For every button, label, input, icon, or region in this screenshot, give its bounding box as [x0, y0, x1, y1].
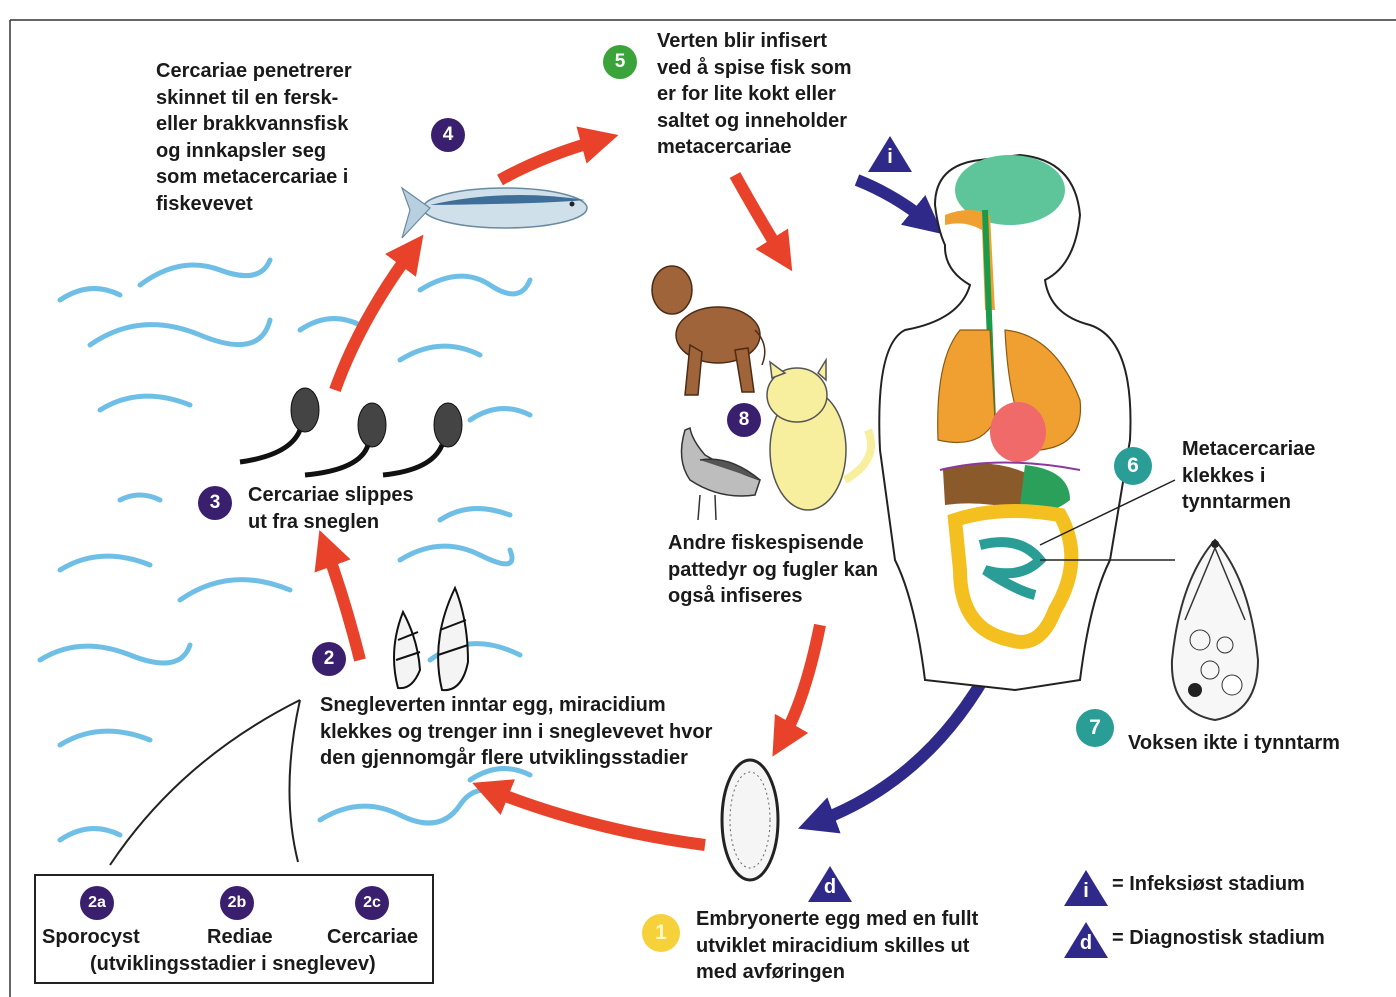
diagnostic-stage-icon: d: [810, 876, 850, 899]
snails-illustration: [394, 588, 468, 690]
step-8-text: Andre fiskespisendepattedyr og fugler ka…: [668, 530, 878, 610]
step-2-text: Snegleverten inntar egg, miracidiumklekk…: [320, 692, 712, 772]
inset-caption: (utviklingsstadier i sneglevev): [90, 951, 376, 978]
infective-stage-icon: i: [870, 146, 910, 169]
step-2-badge: 2: [312, 642, 346, 676]
step-3-text: Cercariae slippesut fra sneglen: [248, 482, 414, 535]
step-7-text: Voksen ikte i tynntarm: [1128, 730, 1340, 757]
bird-illustration: [681, 428, 760, 520]
step-6-text: Metacercariaeklekkes itynntarmen: [1182, 436, 1315, 516]
stage-2b-badge: 2b: [220, 886, 254, 920]
step-4-badge: 4: [431, 118, 465, 152]
legend-infective-label: = Infeksiøst stadium: [1112, 871, 1305, 898]
legend-infective-icon: i: [1066, 880, 1106, 903]
step-6-badge: 6: [1114, 447, 1152, 485]
cat-illustration: [767, 360, 871, 510]
step-5-text: Verten blir infisertved å spise fisk som…: [657, 28, 852, 161]
human-illustration: [879, 155, 1130, 690]
legend-diagnostic-label: = Diagnostisk stadium: [1112, 925, 1325, 952]
egg-illustration: [722, 760, 778, 880]
legend-diagnostic-icon: d: [1066, 932, 1106, 955]
step-3-badge: 3: [198, 486, 232, 520]
step-4-text: Cercariae penetrererskinnet til en fersk…: [156, 58, 352, 217]
cercariae-illustration: [240, 388, 462, 475]
step-5-badge: 5: [603, 45, 637, 79]
stage-2a-label: Sporocyst: [42, 924, 140, 951]
stage-2c-label: Cercariae: [327, 924, 418, 951]
step-1-badge: 1: [642, 914, 680, 952]
step-7-badge: 7: [1076, 709, 1114, 747]
stage-2b-label: Rediae: [207, 924, 273, 951]
stage-2c-badge: 2c: [355, 886, 389, 920]
stage-2a-badge: 2a: [80, 886, 114, 920]
step-8-badge: 8: [727, 403, 761, 437]
dog-illustration: [652, 266, 765, 395]
adult-fluke-illustration: [1172, 540, 1258, 720]
step-1-text: Embryonerte egg med en fulltutviklet mir…: [696, 906, 978, 986]
fish-illustration: [402, 188, 587, 238]
